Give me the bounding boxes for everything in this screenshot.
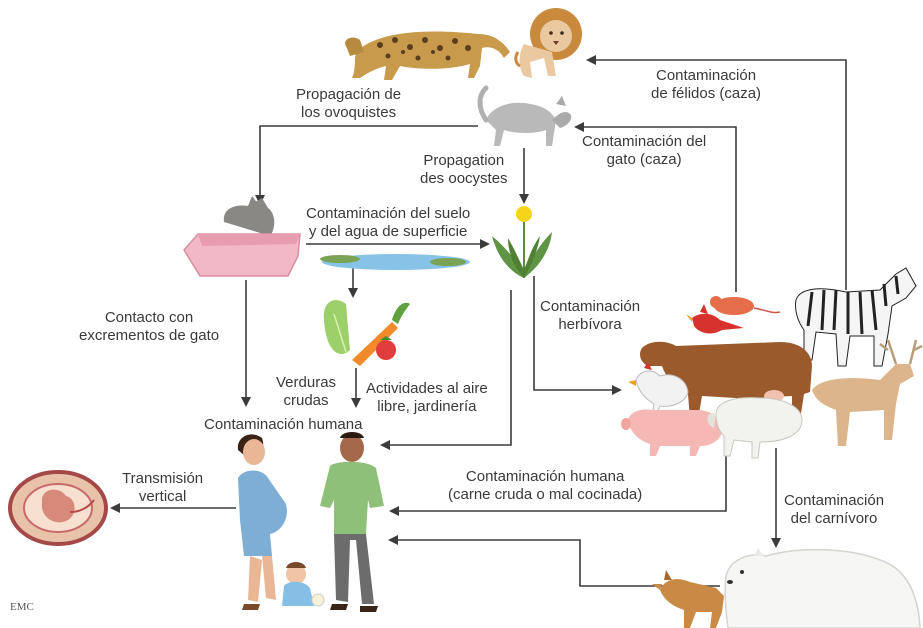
zebra-icon [795, 268, 916, 366]
label-contaminacion-gato: Contaminación del gato (caza) [582, 133, 706, 169]
baby-icon [282, 562, 324, 606]
label-propagacion-ovoquistes: Propagación de los ovoquistes [296, 86, 401, 122]
lion-icon [516, 8, 582, 78]
publisher-credit: EMC [10, 601, 34, 613]
label-contaminacion-felidos: Contaminación de félidos (caza) [651, 67, 761, 103]
pig-icon [621, 409, 722, 456]
label-transmision-vertical: Transmisión vertical [122, 470, 203, 506]
pond-icon [320, 254, 470, 270]
fetus-icon [10, 472, 106, 544]
sheep-icon [707, 398, 802, 458]
label-contaminacion-humana: Contaminación humana [204, 416, 362, 434]
jaguar-icon [345, 32, 510, 80]
dandelion-icon [492, 206, 552, 278]
label-contaminacion-carnivoro: Contaminación del carnívoro [784, 492, 884, 528]
label-contaminacion-herbivora: Contaminación herbívora [540, 298, 640, 334]
woman-icon [238, 434, 287, 610]
label-contaminacion-humana-carne: Contaminación humana (carne cruda o mal … [448, 468, 642, 504]
cat-icon [480, 88, 571, 146]
fox-icon [652, 570, 724, 628]
label-verduras-crudas: Verduras crudas [276, 374, 336, 410]
label-propagation-oocystes: Propagation des oocystes [420, 152, 508, 188]
deer-icon [812, 340, 922, 446]
man-icon [320, 432, 384, 612]
label-actividades-aire-libre: Actividades al aire libre, jardinería [366, 380, 488, 416]
litter-box-icon [184, 196, 300, 276]
rat-icon [710, 296, 780, 315]
label-contaminacion-suelo: Contaminación del suelo y del agua de su… [306, 205, 470, 241]
polar-bear-icon [725, 548, 920, 628]
label-contacto-excrementos: Contacto con excrementos de gato [79, 309, 219, 345]
vegetables-icon [324, 300, 410, 366]
